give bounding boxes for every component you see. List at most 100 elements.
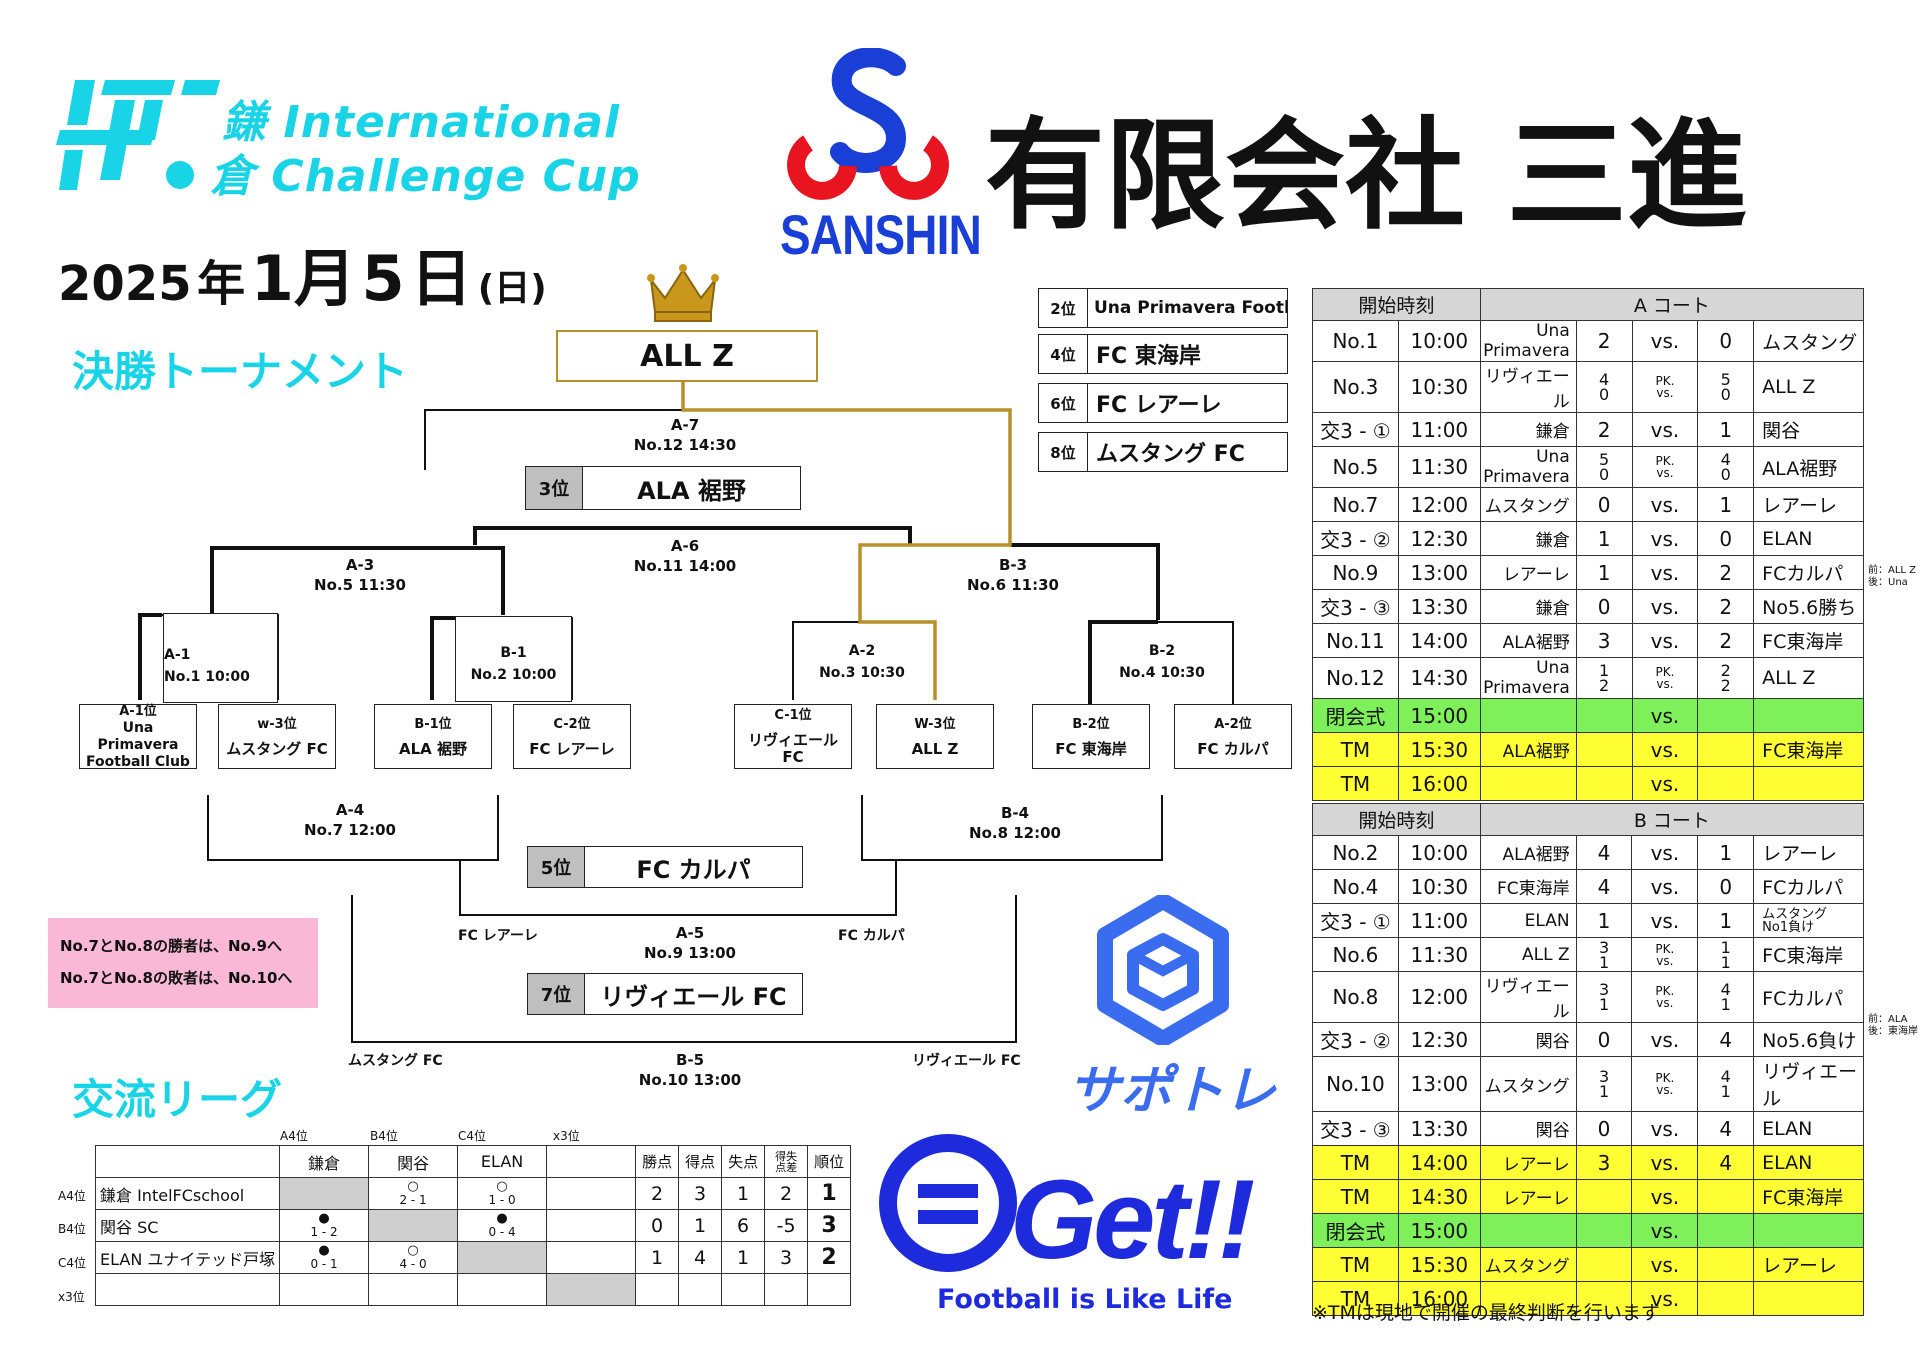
vs-label: vs. <box>1631 869 1699 904</box>
a4-info: No.7 12:00 <box>304 821 396 839</box>
team-name: Una Primavera Football Club <box>86 719 190 770</box>
away-team: リヴィエール <box>1753 1056 1864 1112</box>
vs-label: vs. <box>1631 698 1699 733</box>
vs-label: vs. <box>1631 903 1699 938</box>
away-score: 0 <box>1697 869 1755 904</box>
home-score: 1 <box>1575 555 1633 590</box>
b4-info: No.8 12:00 <box>969 824 1061 842</box>
ranking-team: Una Primavera Football Club <box>1094 298 1287 318</box>
a6-label: A-6 No.11 14:00 <box>620 536 750 576</box>
get-logo-icon <box>879 1134 1017 1272</box>
league-result-cell <box>368 1273 459 1306</box>
league-row <box>94 1273 852 1306</box>
third-team: ALA 裾野 <box>637 476 746 505</box>
b4-label: B-4 No.8 12:00 <box>955 803 1075 843</box>
a5-code: A-5 <box>675 924 705 942</box>
a2-info: No.3 10:30 <box>819 665 905 681</box>
league-row-seed: x3位 <box>58 1290 85 1304</box>
home-score: 3 <box>1575 1145 1633 1180</box>
get-wordmark: Get!! <box>1010 1157 1255 1282</box>
home-score <box>1575 1179 1633 1214</box>
ranking-row: 2位 Una Primavera Football Club <box>1038 288 1288 328</box>
final-info: No.12 14:30 <box>633 436 737 454</box>
a1-info: No.1 10:00 <box>164 668 250 685</box>
result-score: 4 - 0 <box>399 1256 427 1271</box>
league-result-cell <box>279 1177 370 1210</box>
team-box: w-3位 ムスタング FC <box>218 704 336 769</box>
league-row-seed: B4位 <box>58 1222 86 1236</box>
league-col-head: 鎌倉 <box>279 1145 370 1178</box>
court-a-side-note: 前：ALL Z 後：Una <box>1868 565 1917 588</box>
league-stat-head: 順位 <box>807 1145 852 1178</box>
a4-label: A-4 No.7 12:00 <box>290 800 410 840</box>
league-result-cell <box>546 1241 637 1274</box>
league-result-cell: ○2 - 1 <box>368 1177 459 1210</box>
league-result-cell: ○1 - 0 <box>457 1177 548 1210</box>
fifth-place-box: 5位 FC カルパ <box>527 846 803 888</box>
b3-label: B-3 No.6 11:30 <box>953 555 1073 595</box>
result-score: 0 - 4 <box>488 1224 516 1239</box>
match-time: 10:00 <box>1397 835 1481 870</box>
match-no: No.3 <box>1312 361 1399 413</box>
b5-info: No.10 13:00 <box>638 1071 742 1089</box>
match-time: 13:00 <box>1397 555 1481 590</box>
sanshin-logo-icon <box>787 48 949 200</box>
home-team: Una Primavera <box>1479 320 1577 362</box>
home-team: ALA裾野 <box>1479 835 1577 870</box>
match-no: TM <box>1312 766 1399 801</box>
sapotore-logo-icon <box>1097 895 1229 1045</box>
team-seed: C-1位 <box>774 708 812 723</box>
b5-left-team: ムスタング FC <box>348 1053 443 1069</box>
match-time: 15:00 <box>1397 1213 1481 1248</box>
away-team: FC東海岸 <box>1753 937 1864 972</box>
league-team-name: 関谷 SC <box>94 1209 281 1242</box>
league-stat-cell: 1 <box>807 1177 852 1210</box>
match-no: TM <box>1312 1247 1399 1282</box>
team-box: B-1位 ALA 裾野 <box>374 704 492 769</box>
match-no: No.6 <box>1312 937 1399 972</box>
result-mark: ○ <box>407 1178 419 1194</box>
away-score <box>1697 732 1755 767</box>
team-box: B-2位 FC 東海岸 <box>1032 704 1150 769</box>
match-time: 16:00 <box>1397 1281 1481 1316</box>
date-nen: 年 <box>197 256 246 312</box>
team-box: A-2位 FC カルパ <box>1174 704 1292 769</box>
b3-code: B-3 <box>998 556 1028 574</box>
b3-info: No.6 11:30 <box>967 576 1059 594</box>
vs-label: PK. vs. <box>1631 971 1699 1023</box>
a5-label: A-5 No.9 13:00 <box>630 923 750 963</box>
home-score <box>1575 766 1633 801</box>
a5-right-team: FC カルパ <box>838 928 905 944</box>
team-seed: C-2位 <box>553 716 591 732</box>
team-box: C-2位 FC レアーレ <box>513 704 631 769</box>
team-box: W-3位 ALL Z <box>876 704 994 769</box>
away-score <box>1697 698 1755 733</box>
vs-label: vs. <box>1631 1281 1699 1316</box>
league-stat-cell: 3 <box>807 1209 852 1242</box>
team-name: FC レアーレ <box>529 739 615 758</box>
home-score: 5 0 <box>1575 446 1633 488</box>
league-stat-cell: 0 <box>635 1209 680 1242</box>
match-no: No.1 <box>1312 320 1399 362</box>
match-time: 16:00 <box>1397 766 1481 801</box>
league-stat-cell: -5 <box>764 1209 809 1242</box>
match-time: 15:00 <box>1397 698 1481 733</box>
league-col-head <box>546 1145 637 1178</box>
league-stat-cell: 1 <box>721 1241 766 1274</box>
away-team <box>1753 766 1864 801</box>
home-score: 1 <box>1575 521 1633 556</box>
league-stat-cell <box>807 1273 852 1306</box>
match-no: No.11 <box>1312 623 1399 658</box>
third-rank: 3位 <box>526 467 583 509</box>
a6-info: No.11 14:00 <box>633 557 737 575</box>
